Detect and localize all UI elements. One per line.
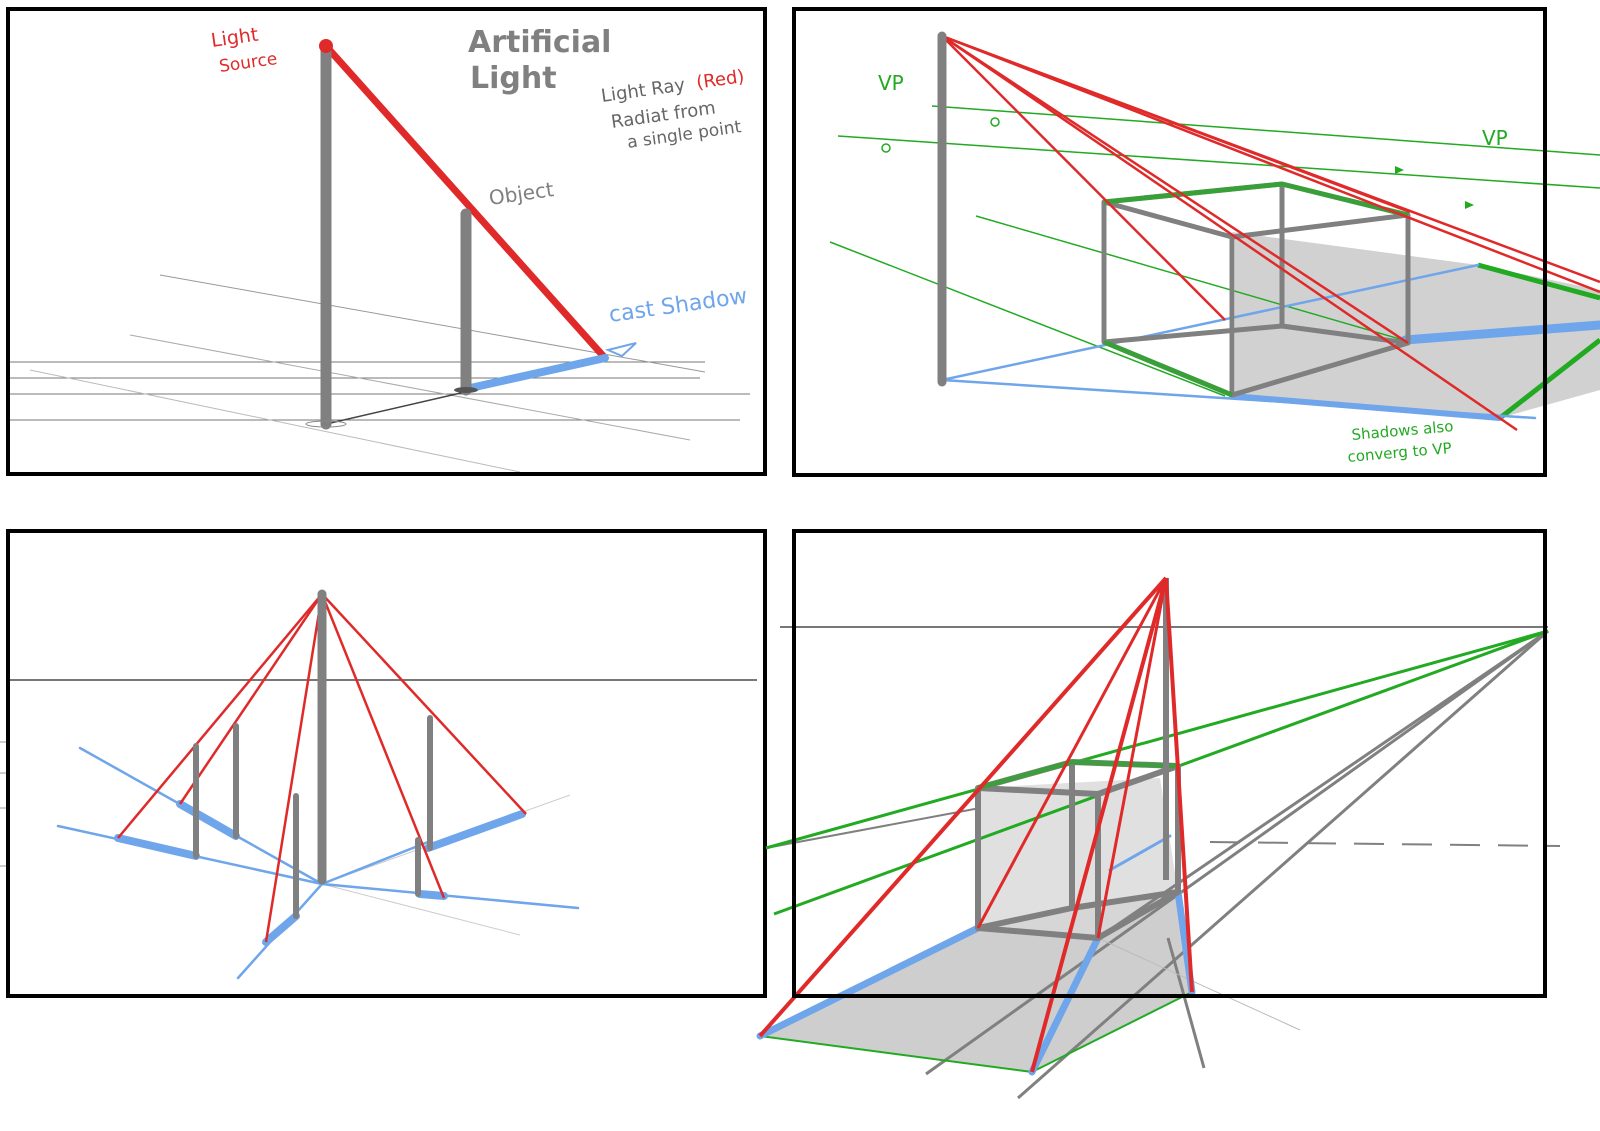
panel3-frame [6, 529, 767, 998]
panel-point-light-cube [756, 529, 1561, 1100]
panel-two-point-shadow: VP VP Shadows also converg to VP [792, 7, 1600, 477]
light-source-dot [319, 39, 333, 53]
panel4-frame [792, 529, 1547, 998]
note-text: Light Ray [600, 74, 687, 107]
point-light-rays [758, 576, 1194, 1073]
panel-artificial-light: Light Source Artificial Light Light Ray … [6, 7, 767, 476]
vp-right-label: VP [1482, 126, 1508, 150]
shadow-arrow [604, 342, 637, 358]
panel2-frame [792, 7, 1547, 477]
panel-radial-shadows [0, 529, 767, 998]
light-rays [941, 34, 1600, 432]
light-source-label-line2: Source [218, 49, 279, 77]
note-line1: Light Ray (Red) [600, 66, 746, 107]
perspective-lines [829, 105, 1600, 397]
light-ray [322, 42, 609, 362]
cast-shadow [462, 354, 609, 393]
panel1-frame [6, 7, 767, 476]
radial-light-rays [117, 593, 527, 943]
light-source-label-line1: Light [210, 24, 260, 52]
ground-guides [10, 274, 750, 473]
shadow-rays [940, 263, 1600, 421]
vp-left-label: VP [878, 71, 904, 95]
note-red-text: (Red) [695, 66, 746, 94]
cast-shadow-label: cast Shadow [607, 284, 749, 328]
radial-poles [193, 589, 433, 919]
title-artificial: Artificial [468, 25, 611, 60]
object-label: Object [487, 177, 555, 210]
title-light: Light [470, 61, 557, 96]
cube-shadow-area [1232, 232, 1600, 418]
